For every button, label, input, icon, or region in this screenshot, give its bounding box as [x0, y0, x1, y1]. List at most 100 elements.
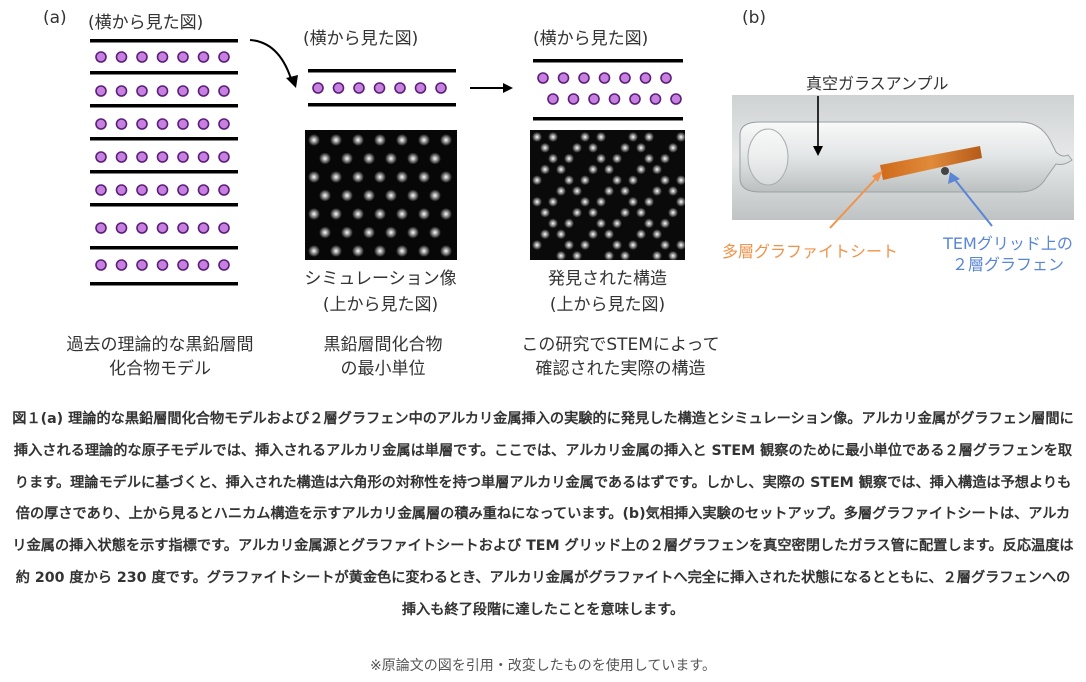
alkali-atom [95, 118, 107, 130]
graphene-layer [533, 117, 683, 121]
glass-tube [739, 121, 1073, 193]
bright-spot [676, 196, 686, 207]
alkali-atom [115, 51, 128, 63]
bright-spot [588, 229, 598, 240]
bright-spot [564, 240, 574, 250]
alkali-atom [136, 151, 148, 163]
alkali-atom [156, 222, 169, 234]
bright-spot [660, 240, 670, 250]
bright-spot [604, 250, 614, 261]
alkali-atom [115, 118, 128, 130]
bright-spot [396, 171, 408, 183]
alkali-atom [197, 85, 210, 97]
alkali-atom [567, 93, 580, 105]
bright-spot [352, 171, 364, 183]
bright-spot [330, 134, 342, 146]
curved-arrow-icon [249, 39, 293, 83]
bright-spot [330, 208, 342, 220]
panel-b-label: (b) [742, 8, 767, 28]
alkali-atom [218, 151, 230, 163]
bright-spot [564, 175, 574, 186]
alkali-atom [156, 259, 169, 271]
bright-spot [652, 229, 662, 240]
bright-spot [352, 245, 364, 257]
bright-spot [604, 186, 614, 196]
bright-spot [407, 226, 419, 239]
bright-spot [532, 240, 542, 250]
graphene-layer [90, 104, 238, 108]
alkali-atom [115, 85, 128, 97]
graphene-layer [90, 246, 238, 250]
bright-spot [572, 207, 582, 218]
bright-spot [363, 226, 375, 239]
alkali-atom-rows [537, 72, 682, 105]
bright-spot [330, 245, 342, 257]
ampoule-photo [732, 95, 1074, 229]
tube-seal [747, 128, 789, 186]
bright-spot [532, 132, 542, 142]
bright-spot [352, 134, 364, 146]
alkali-atom [218, 222, 230, 234]
col1-side-view-label: (横から見た図) [88, 13, 204, 33]
ampoule-pointer-head-icon [813, 146, 823, 156]
alkali-atom-row [312, 82, 447, 94]
alkali-atom [136, 118, 148, 130]
alkali-atom [136, 259, 148, 271]
graphene-layer [90, 203, 238, 207]
alkali-atom [136, 51, 148, 63]
tem-pointer-head-icon [948, 172, 960, 184]
alkali-atom [197, 151, 210, 163]
alkali-atom [136, 184, 148, 196]
alkali-atom [177, 184, 189, 196]
alkali-atom [95, 151, 107, 163]
alkali-atom [95, 222, 107, 234]
bright-spot [652, 164, 662, 175]
bright-spot [596, 132, 606, 142]
bright-spot [628, 240, 638, 250]
bright-spot [580, 132, 590, 142]
bright-spot [636, 229, 646, 240]
alkali-atom [353, 82, 365, 94]
bright-spot [540, 229, 550, 240]
bright-spot [429, 152, 441, 165]
alkali-atom [619, 72, 631, 84]
alkali-atom [177, 51, 189, 63]
tem-grid [941, 167, 949, 175]
bright-spot [385, 226, 397, 239]
alkali-atom [312, 82, 324, 94]
bright-spot [385, 152, 397, 165]
bright-spot [660, 175, 670, 186]
bright-spot [540, 164, 550, 175]
alkali-atom [95, 259, 107, 271]
alkali-atom [115, 259, 128, 271]
graphite-label: 多層グラファイトシート [722, 242, 899, 261]
bright-spot [374, 208, 386, 220]
tem-pointer [951, 175, 993, 227]
graphene-layer [90, 282, 238, 286]
bright-spot [636, 142, 646, 153]
col2-description: 黒鉛層間化合物 の最小単位 [323, 335, 443, 379]
bright-spot [604, 229, 614, 240]
bright-spot [308, 245, 320, 257]
bright-spot [636, 207, 646, 218]
bright-spot [374, 245, 386, 257]
col3-description: この研究でSTEMによって 確認された実際の構造 [521, 335, 720, 379]
col2-side-view-label: (横から見た図) [303, 29, 419, 49]
bright-spot [628, 132, 638, 142]
alkali-atom [156, 51, 169, 63]
graphene-layer [90, 39, 238, 43]
graphene-layer [90, 71, 238, 75]
found-structure-side-view [533, 59, 683, 121]
alkali-atom [639, 72, 652, 84]
bright-spot [652, 186, 662, 196]
graphene-layer [533, 59, 683, 63]
alkali-atom [197, 118, 210, 130]
alkali-atom [197, 184, 210, 196]
bright-spot [668, 142, 678, 153]
bright-spot [418, 134, 430, 146]
alkali-atom [629, 93, 641, 105]
bright-spot [636, 164, 646, 175]
graphene-layer [308, 103, 456, 107]
bright-spot [532, 196, 542, 207]
alkali-atom [218, 51, 230, 63]
